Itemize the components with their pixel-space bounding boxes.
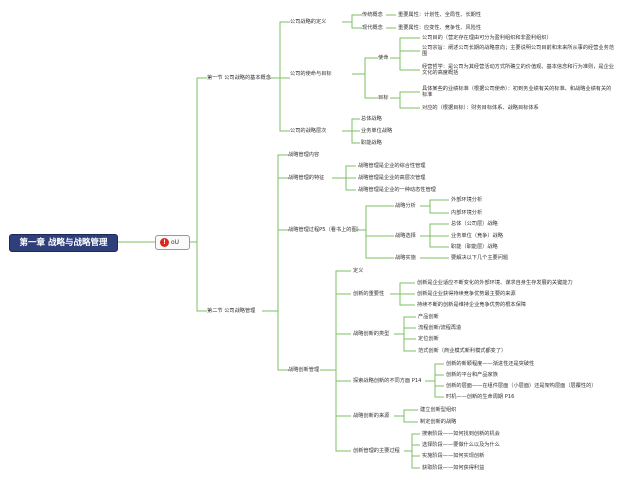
innovation-process-item[interactable]: 搜索阶段——如何找到创新的机会 (422, 431, 500, 437)
traditional-concept-detail[interactable]: 重要属性：计划性、全局性、长期性 (398, 12, 482, 18)
strategy-level-item[interactable]: 业务单位战略 (361, 128, 393, 134)
strategy-levels-node[interactable]: 公司的战略层次 (290, 128, 327, 134)
importance-item[interactable]: 持续不断的创新是维持企业竞争优势的根本保障 (417, 302, 526, 308)
source-item[interactable]: 建立创新型组织 (420, 407, 457, 413)
dimension-item[interactable]: 创新的平台和产品家族 (446, 372, 498, 378)
root-topic[interactable]: 第一章 战略与战略管理 (9, 234, 118, 252)
analysis-item[interactable]: 内部环境分析 (451, 210, 483, 216)
feature-item[interactable]: 战略管理是企业的一种动态性管理 (358, 187, 436, 193)
innovation-dimensions-node[interactable]: 探索战略创新的不同方面 P14 (353, 378, 422, 384)
type-item[interactable]: 流程创新/流程再造 (418, 325, 462, 331)
section-2-topic[interactable]: 第二节 公司战略管理 (207, 308, 256, 314)
strategy-choice-node[interactable]: 战略选择 (395, 233, 416, 239)
mission-node[interactable]: 使命 (378, 55, 389, 61)
feature-item[interactable]: 战略管理是企业的综合性管理 (358, 163, 426, 169)
source-item[interactable]: 制定创新的战略 (420, 419, 457, 425)
strategy-implementation-node[interactable]: 战略实施 (395, 255, 416, 261)
choice-item[interactable]: 职能（职能层）战略 (451, 244, 498, 250)
badge-label: oU (171, 239, 180, 246)
marker-badge[interactable]: ! oU (155, 235, 190, 250)
importance-item[interactable]: 创新是企业获得持续竞争优势最主要的来源 (417, 291, 516, 297)
modern-concept-node[interactable]: 现代概念 (362, 25, 383, 31)
innovation-management-node[interactable]: 战略创新管理 (288, 367, 320, 373)
section-1-topic[interactable]: 第一节 公司战略的基本概念 (207, 75, 271, 81)
goals-item[interactable]: 具体某些的业绩标准（根据公司使命）：初到务业绩有关的标准、和战略业绩有关的标准 (422, 86, 612, 99)
innovation-sources-node[interactable]: 战略创新的来源 (353, 413, 390, 419)
importance-item[interactable]: 创新是企业适应不断变化的外部环境、谋求自身生存发展的关键能力 (417, 280, 573, 286)
type-item[interactable]: 范式创新（商业模式新利模式都变了） (418, 348, 507, 354)
modern-concept-detail[interactable]: 重要属性：应变性、竞争性、风险性 (398, 25, 482, 31)
mission-goals-node[interactable]: 公司的使命与目标 (290, 71, 332, 77)
goals-item[interactable]: 对应的（根据目标）：财务目标体系、战略目标体系 (422, 105, 539, 111)
implementation-detail[interactable]: 要解决以下几个主要问题 (451, 255, 509, 261)
strategy-level-item[interactable]: 职能战略 (361, 140, 382, 146)
mission-item[interactable]: 经营哲学：是公司为其经营活动方式所确立的价值观、基本信念和行为准则，是企业文化的… (422, 64, 614, 77)
innovation-process-item[interactable]: 实施阶段——如何实现创新 (422, 453, 485, 459)
warning-icon: ! (160, 238, 169, 247)
analysis-item[interactable]: 外部环境分析 (451, 197, 483, 203)
feature-item[interactable]: 战略管理是企业的高层次管理 (358, 175, 426, 181)
strategy-analysis-node[interactable]: 战略分析 (395, 203, 416, 209)
choice-item[interactable]: 总体（公司层）战略 (451, 221, 498, 227)
innovation-process-node[interactable]: 创新管理的主要过程 (353, 448, 400, 454)
type-item[interactable]: 定位创新 (418, 336, 439, 342)
strategy-level-item[interactable]: 总体战略 (361, 116, 382, 122)
traditional-concept-node[interactable]: 传统概念 (362, 12, 383, 18)
mission-item[interactable]: 公司目的（营定存在理由可分为盈利组织和非盈利组织） (422, 35, 552, 41)
innovation-definition-node[interactable]: 定义 (353, 268, 364, 274)
innovation-process-item[interactable]: 选择阶段——要做什么以及为什么 (422, 442, 500, 448)
dimension-item[interactable]: 创新的新颖程度——渐进性还是突破性 (446, 361, 535, 367)
strategy-definition-node[interactable]: 公司战略的定义 (290, 19, 327, 25)
dimension-item[interactable]: 创新的层面——在组件层面（小层面）还是架构层面（层覆性的） (446, 383, 597, 389)
type-item[interactable]: 产品创新 (418, 314, 439, 320)
innovation-process-item[interactable]: 获取阶段——如何获得利益 (422, 465, 485, 471)
management-process-node[interactable]: 战略管理过程P5（看书上的图） (288, 227, 362, 233)
management-content-node[interactable]: 战略管理内容 (288, 152, 320, 158)
dimension-item[interactable]: 时机——创新的生命周期 P16 (446, 394, 515, 400)
goals-node[interactable]: 目标 (378, 95, 389, 101)
choice-item[interactable]: 业务单位（竞争）战略 (451, 233, 503, 239)
mission-item[interactable]: 公司宗旨：阐述公司长期的战略意向；主要说明公司目前和未来所从事的经营业务范围 (422, 45, 614, 58)
innovation-importance-node[interactable]: 创新的重要性 (353, 291, 385, 297)
management-features-node[interactable]: 战略管理的特征 (288, 175, 325, 181)
innovation-types-node[interactable]: 战略创新的类型 (353, 331, 390, 337)
